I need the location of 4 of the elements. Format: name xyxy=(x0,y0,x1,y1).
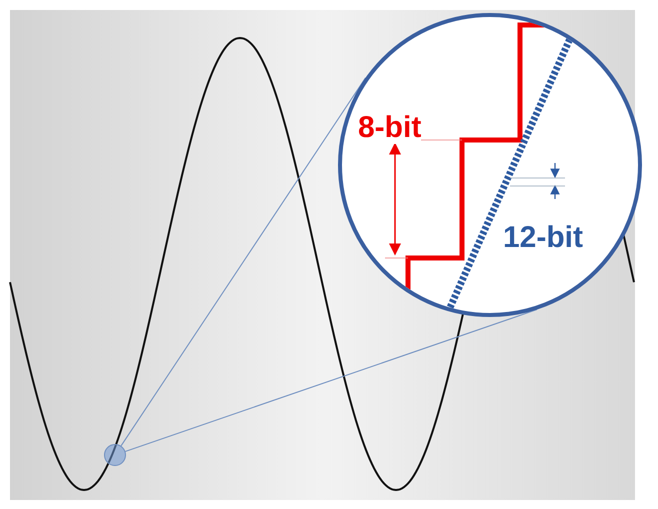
zoom-line xyxy=(124,309,538,452)
bit-depth-label: 8-bit xyxy=(358,112,422,144)
zoom-line xyxy=(120,77,366,446)
zoom-spot xyxy=(104,444,126,466)
